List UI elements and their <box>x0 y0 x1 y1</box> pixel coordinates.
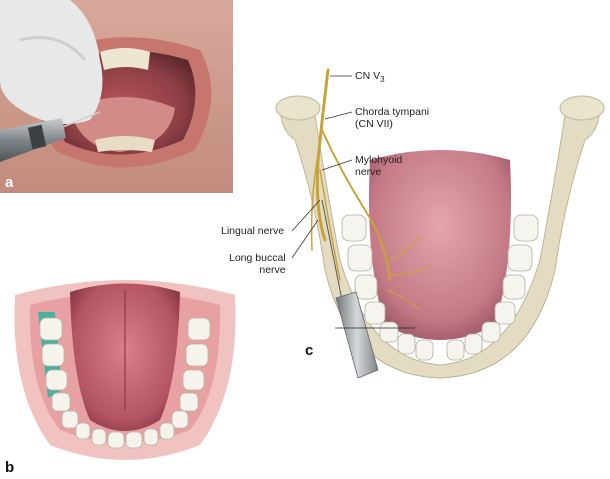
panel-letter-c: c <box>305 342 314 359</box>
left-condyle <box>275 95 321 121</box>
gloved-hand <box>0 0 103 124</box>
label-cn-v3-prefix: CN V <box>355 70 381 82</box>
label-mylohyoid-line1: Mylohyoid <box>355 154 403 166</box>
teeth-c-left <box>341 214 434 361</box>
upper-teeth <box>100 48 150 70</box>
glove-fold <box>19 36 87 61</box>
teeth-left <box>39 317 125 449</box>
teeth-c-right <box>446 214 539 361</box>
label-cn-v3: CN V3 <box>355 70 385 86</box>
label-mylohyoid-line2: nerve <box>355 166 382 178</box>
tongue-frontal-illustration <box>14 280 236 460</box>
syringe-c <box>321 199 379 379</box>
label-long-buccal-line1: Long buccal <box>229 252 286 264</box>
tongue-photo <box>70 96 175 152</box>
label-lingual-nerve: Lingual nerve <box>221 225 285 237</box>
label-long-buccal-nerve: Long buccal nerve <box>229 252 286 276</box>
label-long-buccal-line2: nerve <box>259 264 286 276</box>
label-cn-v3-sub: 3 <box>380 75 385 85</box>
panel-letter-a: a <box>5 174 14 191</box>
label-chorda-tympani: Chorda tympani (CN VII) <box>355 106 429 130</box>
teeth-right <box>125 317 211 449</box>
label-chorda-line2: (CN VII) <box>355 118 393 130</box>
injection-photo <box>0 0 233 193</box>
tongue-c <box>369 150 511 340</box>
panel-b-illustration: b <box>0 270 250 479</box>
right-condyle <box>559 95 605 121</box>
lower-teeth <box>95 136 155 152</box>
panel-c-illustration <box>270 60 610 380</box>
nerves <box>310 68 431 311</box>
syringe-photo <box>0 111 101 162</box>
mandible-nerve-illustration <box>275 68 605 379</box>
label-chorda-line1: Chorda tympani <box>355 106 430 118</box>
panel-a-photo: a <box>0 0 233 193</box>
panel-letter-b: b <box>5 459 15 476</box>
label-mylohyoid-nerve: Mylohyoid nerve <box>355 154 402 178</box>
